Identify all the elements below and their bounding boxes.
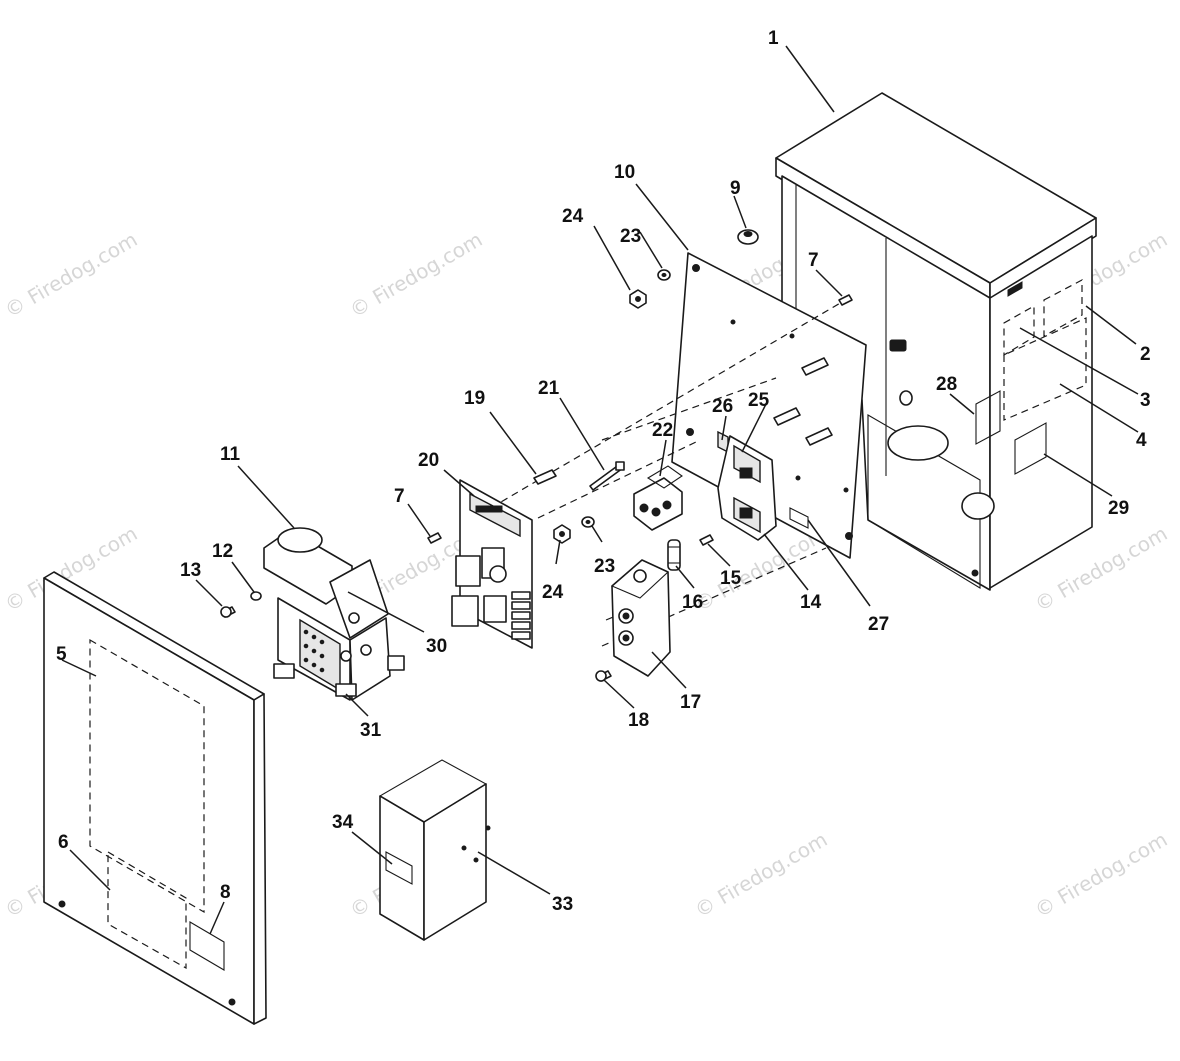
washer-12 [250, 591, 262, 601]
screw-lower [427, 532, 442, 544]
callout-label: 13 [180, 560, 201, 581]
callout-label: 8 [220, 882, 231, 903]
callout-label: 2 [1140, 344, 1151, 365]
callout-label: 24 [562, 206, 584, 227]
screw-upper [838, 294, 853, 306]
callout-label: 19 [464, 388, 485, 409]
callout-label: 11 [220, 444, 241, 465]
callout-label: 5 [56, 644, 67, 665]
callout-label: 33 [552, 894, 573, 915]
fuse [667, 539, 681, 571]
watermark: © Firedog.com [346, 227, 487, 322]
watermark: © Firedog.com [1031, 827, 1172, 922]
nut-upper [629, 289, 647, 309]
callout-label: 17 [680, 692, 701, 713]
callout-label: 21 [538, 378, 560, 399]
callout-label: 12 [212, 541, 233, 562]
callout-label: 23 [594, 556, 615, 577]
callout-label: 1 [768, 28, 779, 49]
callout-label: 6 [58, 832, 69, 853]
callout-label: 25 [748, 390, 770, 411]
callout-label: 24 [542, 582, 564, 603]
callout-label: 31 [360, 720, 382, 741]
control-board [451, 479, 533, 649]
stud-bolt [589, 461, 625, 491]
screw-15 [699, 534, 714, 546]
washer-upper [657, 269, 671, 281]
callout-label: 30 [426, 636, 447, 657]
callout-label: 10 [614, 162, 635, 183]
grommet [737, 229, 759, 245]
callout-label: 18 [628, 710, 649, 731]
callout-label: 3 [1140, 390, 1151, 411]
callout-label: 29 [1108, 498, 1129, 519]
callout-label: 27 [868, 614, 889, 635]
callout-label: 7 [394, 486, 405, 507]
screw-18 [595, 670, 612, 682]
spacer [533, 469, 557, 485]
terminal-block [633, 465, 683, 531]
callout-label: 7 [808, 250, 819, 271]
callout-label: 15 [720, 568, 742, 589]
relay-dots [303, 629, 325, 673]
front-cover [43, 571, 267, 1025]
fuse-block [610, 559, 671, 677]
leader-lines [61, 45, 1139, 935]
callout-label: 16 [682, 592, 703, 613]
board-terminals [511, 591, 531, 640]
transformer-relay-assembly [263, 527, 405, 701]
screw-13 [220, 606, 236, 618]
callout-label: 22 [652, 420, 673, 441]
callout-label: 34 [332, 812, 354, 833]
watermark: © Firedog.com [1, 227, 142, 322]
callout-label: 9 [730, 178, 741, 199]
standoffs [773, 357, 833, 446]
washer-lower [581, 516, 595, 528]
enclosure-box [775, 92, 1097, 591]
callout-label: 4 [1136, 430, 1147, 451]
callout-label: 20 [418, 450, 439, 471]
callout-label: 23 [620, 226, 641, 247]
callouts: 1 2 3 4 5 6 7 7 8 9 10 11 12 13 14 15 16… [56, 28, 1151, 915]
watermark: © Firedog.com [691, 827, 832, 922]
fuse-holder [717, 435, 801, 541]
callout-label: 28 [936, 374, 957, 395]
callout-label: 26 [712, 396, 733, 417]
nut-lower [553, 524, 571, 544]
callout-label: 14 [800, 592, 822, 613]
bracket [378, 759, 491, 941]
